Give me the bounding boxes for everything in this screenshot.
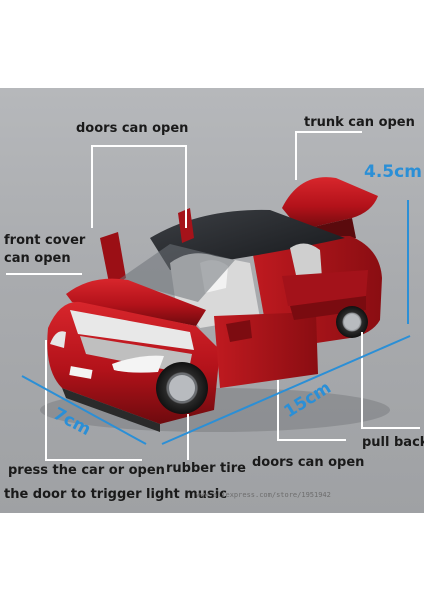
callout-line-doors-bottom [277,380,346,441]
label-pull-back: pull back [362,435,424,450]
label-press-line1: press the car or open [8,463,165,478]
label-front-cover-line1: front cover [4,233,86,248]
label-trunk-can-open: trunk can open [304,115,415,130]
dimension-line-width [21,375,147,445]
headlight [112,355,164,373]
label-doors-can-open-bottom: doors can open [252,455,365,470]
dimension-height: 4.5cm [364,162,422,182]
product-photo: doors can open trunk can open front cove… [0,88,424,513]
open-front-hood [66,278,206,326]
callout-line-press [45,340,142,461]
label-press-line2: the door to trigger light music [4,487,227,502]
callout-line-doors-top [91,145,187,228]
callout-line-trunk [295,131,362,180]
license-plate [69,366,93,379]
car-model-illustration [6,131,420,461]
watermark: www.aliexpress.com/store/1951942 [196,491,331,499]
label-front-cover-line2: can open [4,251,71,266]
dimension-line-length [161,335,411,445]
callout-line-pull-back [361,332,420,429]
open-door-rear [282,270,368,306]
open-door-front-top [100,232,126,288]
label-doors-can-open-top: doors can open [76,121,189,136]
label-rubber-tire: rubber tire [166,461,246,476]
open-trunk-lid [282,177,378,230]
open-door-side [214,312,318,388]
